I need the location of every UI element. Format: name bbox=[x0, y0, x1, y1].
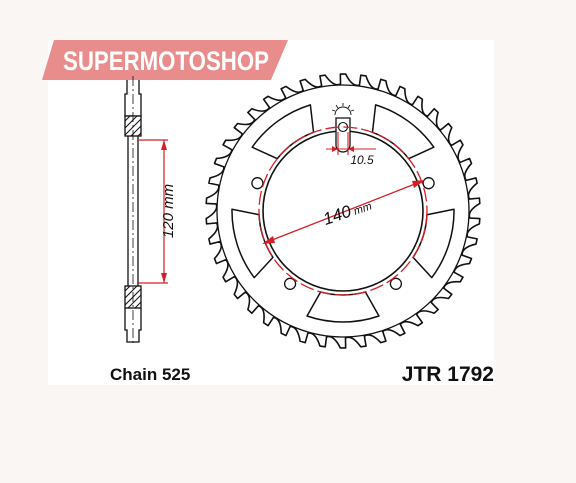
sprocket-front-view bbox=[205, 73, 481, 349]
bolt-circle-dimension bbox=[262, 180, 425, 244]
bolt-hole bbox=[283, 277, 297, 290]
sprocket-root-circle bbox=[216, 84, 470, 338]
top-marking bbox=[331, 103, 355, 116]
hole-dim-arrow-left bbox=[332, 146, 338, 152]
brand-name: SUPERMOTOSHOP bbox=[63, 46, 269, 76]
hole-dim-arrow-right bbox=[348, 146, 354, 152]
bolt-dim-arrow-left bbox=[262, 236, 275, 244]
lightening-window bbox=[251, 104, 315, 160]
part-number-label: JTR 1792 bbox=[402, 363, 494, 386]
bolt-hole bbox=[422, 177, 435, 190]
bolt-dim-line bbox=[266, 181, 421, 243]
brand-banner-shape bbox=[42, 40, 288, 80]
lightening-windows bbox=[231, 104, 455, 323]
bolt-circle-line bbox=[258, 126, 428, 296]
hub-dim-arrow-bottom bbox=[161, 273, 167, 283]
bolt-hole bbox=[251, 177, 264, 190]
lightening-window bbox=[231, 208, 274, 279]
bolt-hole-dimension bbox=[326, 132, 376, 155]
bolt-hole-label: 10.5 bbox=[350, 153, 374, 167]
hub-dim-arrow-top bbox=[161, 140, 167, 150]
hub-height-dimension bbox=[138, 139, 168, 284]
sprocket-side-profile bbox=[124, 76, 142, 346]
bolt-dim-arrow-right bbox=[412, 180, 425, 188]
hub-height-label: 120 mm bbox=[160, 184, 177, 238]
chain-size-label: Chain 525 bbox=[110, 365, 190, 384]
lightening-window bbox=[306, 291, 380, 323]
top-marking-arc bbox=[334, 106, 352, 116]
bolt-holes bbox=[251, 177, 435, 290]
brand-banner: SUPERMOTOSHOP bbox=[42, 40, 288, 80]
bolt-hole bbox=[389, 277, 403, 290]
